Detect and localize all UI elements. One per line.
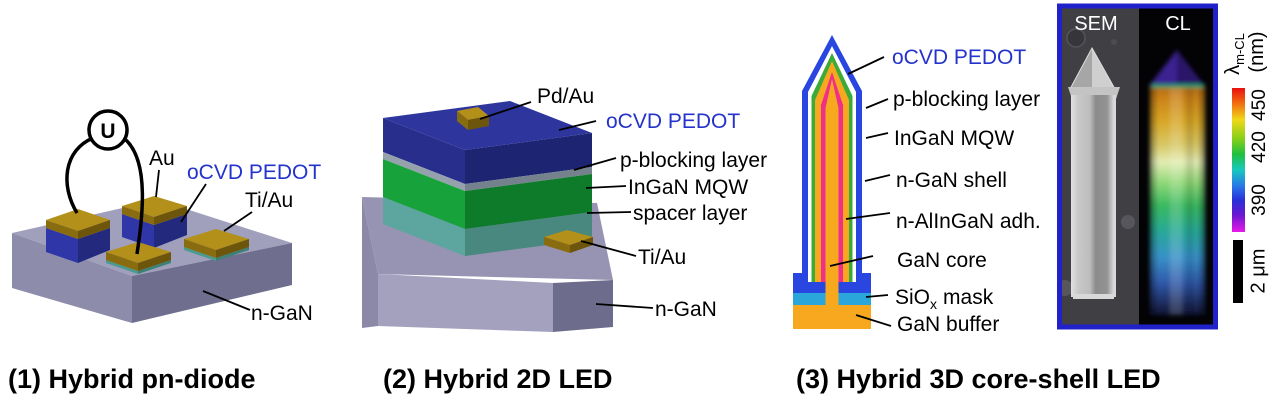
leader-line (829, 255, 874, 267)
p3-gan-buffer (793, 305, 871, 329)
cl-tip-boundary (1151, 84, 1204, 88)
p1-label-au: Au (149, 147, 175, 170)
p1-voltage-source-circle (87, 109, 129, 151)
micrograph-panel: SEM CL λm-CL (nm) 450 420 390 2 μm (1057, 3, 1270, 330)
panel1-diagram: U Au oCVD PEDOT Ti/Au n-GaN (12, 109, 321, 325)
p3-label-sio-rest: mask (943, 286, 994, 309)
p2-substrate-front-face (378, 274, 553, 332)
cl-title: CL (1165, 13, 1191, 35)
cl-nanowire (1149, 50, 1205, 315)
p1-label-ngan: n-GaN (251, 302, 313, 325)
leader-line (585, 185, 627, 189)
p2-label-mqw: InGaN MQW (628, 176, 748, 199)
p3-label-sio-base: SiO (895, 286, 930, 309)
p2-pad-pdau (457, 107, 489, 130)
p1-pad-pedot-mid (122, 196, 187, 248)
cl-tip (1149, 50, 1177, 86)
leader-line (223, 211, 253, 232)
leader-line (845, 212, 891, 220)
cl-tip (1177, 50, 1205, 86)
lambda-symbol: λ (1222, 65, 1244, 75)
p3-pedot-foot-left (793, 282, 826, 293)
p2-substrate-left-face (362, 197, 378, 328)
colorbar-tick-420: 420 (1249, 131, 1270, 163)
p1-substrate-right-face (132, 243, 292, 323)
cl-image (1139, 6, 1215, 327)
p1-wire-right (124, 138, 145, 255)
leader-line (202, 290, 251, 311)
sem-image (1057, 6, 1139, 327)
p2-substrate-right-face (553, 280, 613, 332)
p1-label-pedot: oCVD PEDOT (187, 161, 321, 184)
p3-gan-core (825, 79, 839, 307)
scale-bar (1233, 240, 1243, 303)
sem-particle (1066, 28, 1086, 48)
p1-label-tiau: Ti/Au (245, 189, 293, 212)
panel1-caption: (1) Hybrid pn-diode (8, 364, 256, 394)
colorbar-tick-450: 450 (1249, 89, 1270, 121)
p3-label-pedot: oCVD PEDOT (892, 46, 1026, 69)
leader-line (865, 294, 889, 298)
leader-line (595, 303, 654, 309)
panel2-caption: (2) Hybrid 2D LED (383, 364, 613, 394)
leader-line (580, 240, 637, 257)
colorbar-tick-390: 390 (1249, 184, 1270, 216)
leader-line (155, 169, 160, 198)
p2-label-pedot: oCVD PEDOT (606, 110, 740, 133)
p1-wire-left (65, 136, 94, 214)
sem-title: SEM (1074, 13, 1117, 35)
p2-pad-tiau (544, 230, 593, 253)
leader-line (558, 120, 597, 131)
colorbar-unit-label: (nm) (1246, 31, 1268, 72)
sem-particle (1111, 39, 1117, 45)
wavelength-colorbar (1232, 88, 1245, 232)
leader-line (865, 132, 889, 139)
leader-line (864, 174, 891, 182)
p2-stack-front-right (465, 133, 592, 256)
leader-line (855, 314, 892, 327)
leader-line (586, 211, 632, 214)
panel3-diagram: oCVD PEDOT p-blocking layer InGaN MQW n-… (793, 35, 1041, 336)
p3-label-sio-subscript: x (930, 296, 937, 312)
p2-label-ngan: n-GaN (655, 298, 717, 321)
sem-nanowire (1068, 46, 1120, 299)
p1-voltage-label: U (100, 120, 115, 143)
p1-pad-pedot-left (46, 209, 110, 263)
micrograph-frame (1057, 3, 1218, 330)
p3-label-mqw: InGaN MQW (894, 127, 1014, 150)
panel2-diagram: Pd/Au oCVD PEDOT p-blocking layer InGaN … (362, 85, 767, 332)
p2-label-pdau: Pd/Au (537, 85, 594, 108)
leader-line (865, 98, 889, 109)
p3-label-adh: n-AlInGaN adh. (896, 210, 1041, 233)
p3-label-pblock: p-blocking layer (893, 88, 1040, 111)
p3-label-nganshell: n-GaN shell (896, 169, 1007, 192)
p3-pedot-foot-right (838, 282, 871, 293)
p3-label-buffer: GaN buffer (897, 313, 999, 336)
p1-pad-tiau-right (184, 229, 249, 261)
p2-label-pblock: p-blocking layer (620, 149, 767, 172)
p3-label-core: GaN core (897, 249, 987, 272)
leader-line (573, 157, 617, 171)
scale-bar-label: 2 μm (1247, 249, 1269, 294)
colorbar-axis-label: λm-CL (1222, 33, 1247, 75)
p2-label-tiau: Ti/Au (638, 246, 686, 269)
p1-substrate-front-face (12, 233, 132, 323)
lambda-subscript: m-CL (1232, 33, 1247, 65)
leader-line (847, 56, 885, 75)
sem-particle (1121, 215, 1135, 229)
panel3-caption: (3) Hybrid 3D core-shell LED (796, 364, 1161, 394)
leader-line (180, 183, 207, 223)
p2-stack-front-left (383, 118, 465, 256)
p2-label-spacer: spacer layer (633, 202, 747, 225)
leader-line (479, 101, 532, 120)
